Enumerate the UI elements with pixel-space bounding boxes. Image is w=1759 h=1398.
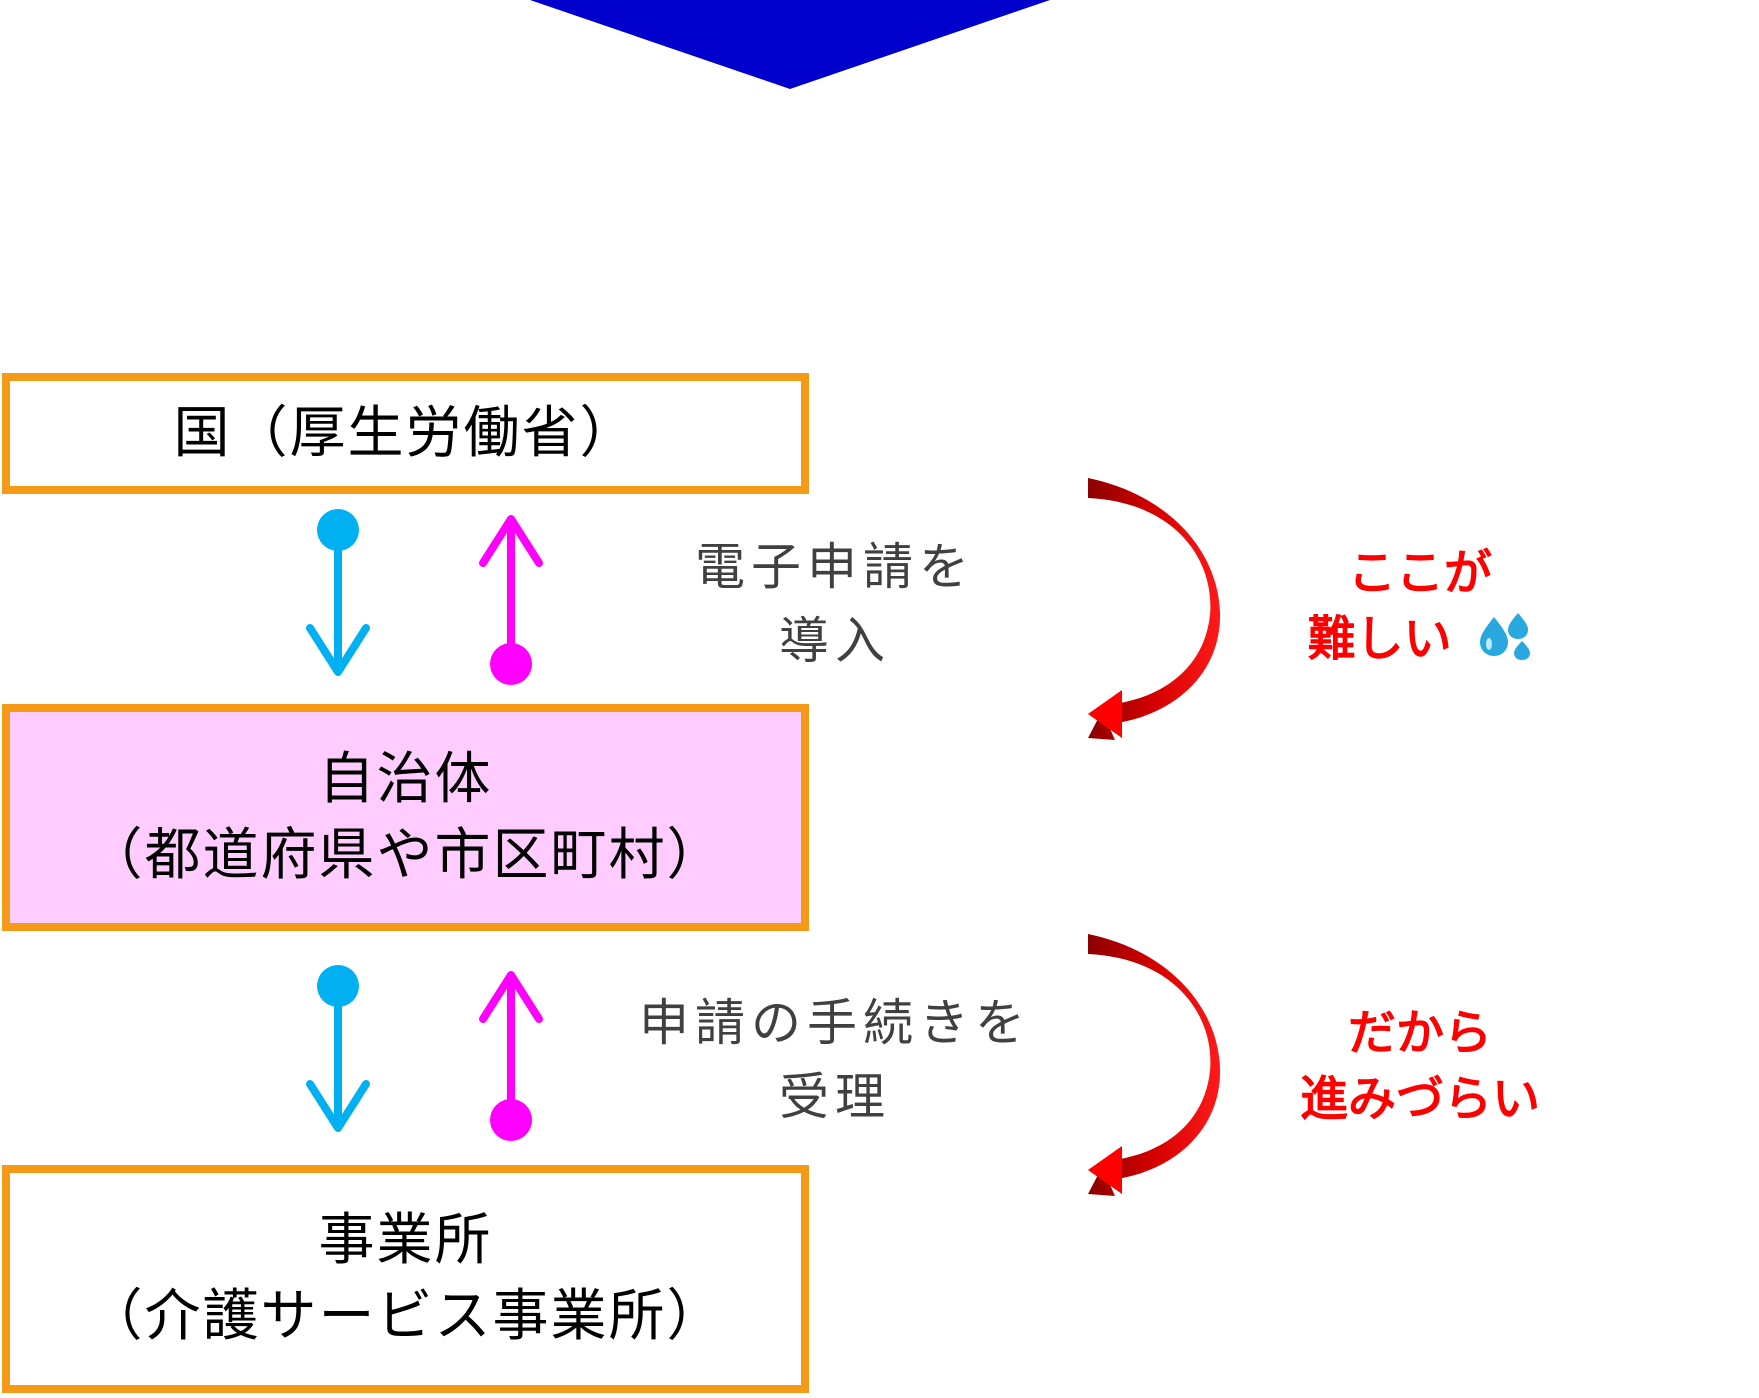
node-local-government: 自治体 （都道府県や市区町村）: [2, 704, 809, 931]
remark-upper: ここが 難しい: [1240, 540, 1600, 672]
node-local-label: 自治体: [318, 746, 493, 812]
sweat-drops-icon: [1480, 613, 1531, 660]
remark-upper-line2-row: 難しい: [1240, 606, 1600, 672]
link-label-lower: 申請の手続きを 受理: [590, 986, 1080, 1134]
node-local-sublabel: （都道府県や市区町村）: [86, 822, 725, 888]
down-arrow-upper: [306, 509, 370, 676]
remark-upper-line2: 難しい: [1307, 611, 1452, 667]
link-label-upper-line2: 導入: [779, 612, 891, 670]
link-label-lower-line2: 受理: [779, 1068, 891, 1126]
node-care-office: 事業所 （介護サービス事業所）: [2, 1165, 809, 1393]
remark-lower-line2: 進みづらい: [1299, 1071, 1540, 1127]
link-label-upper-line1: 電子申請を: [695, 538, 975, 596]
remark-upper-line1: ここが: [1347, 545, 1492, 601]
top-chevron-shape: [530, 0, 1050, 89]
link-label-lower-line1: 申請の手続きを: [639, 994, 1031, 1052]
link-label-upper: 電子申請を 導入: [600, 530, 1070, 678]
curved-arrow-upper: [1088, 478, 1221, 740]
up-arrow-lower: [479, 971, 543, 1141]
node-office-sublabel: （介護サービス事業所）: [86, 1284, 725, 1349]
remark-lower-line1: だから: [1347, 1005, 1492, 1061]
node-national-label: 国（厚生労働省）: [173, 400, 638, 466]
remark-lower: だから 進みづらい: [1240, 1000, 1600, 1132]
down-arrow-lower: [306, 965, 370, 1132]
node-national-government: 国（厚生労働省）: [2, 373, 809, 494]
curved-arrow-lower: [1088, 934, 1221, 1196]
up-arrow-upper: [479, 515, 543, 685]
node-office-label: 事業所: [318, 1208, 493, 1273]
